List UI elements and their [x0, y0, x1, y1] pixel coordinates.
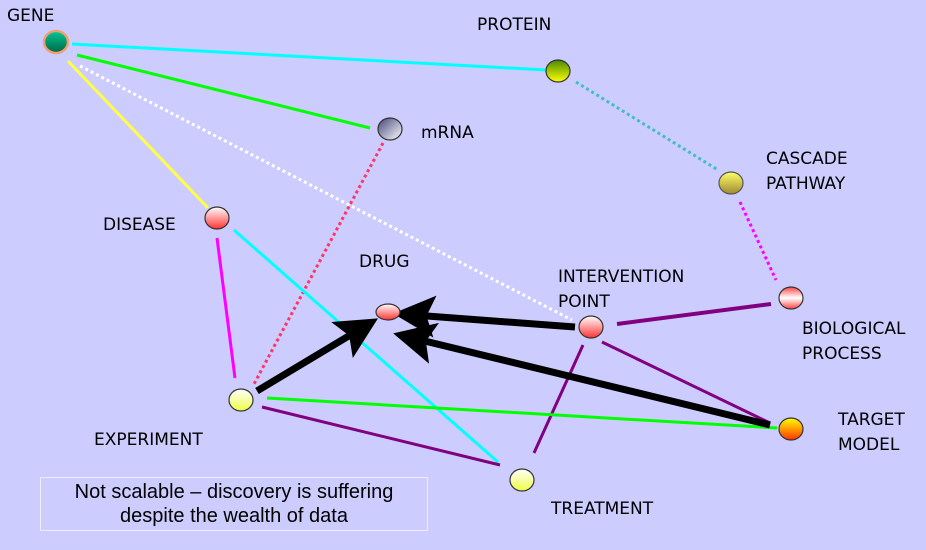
label-drug: DRUG [359, 252, 410, 272]
label-intervention-point: INTERVENTION POINT [558, 265, 684, 315]
label-treatment: TREATMENT [551, 499, 654, 519]
node-treatment [509, 468, 535, 492]
label-cascade-line1: CASCADE [766, 149, 848, 169]
label-disease: DISEASE [103, 215, 176, 235]
label-target-line2: MODEL [838, 435, 900, 455]
label-target-line1: TARGET [838, 410, 905, 430]
edge-experiment-target [266, 396, 778, 430]
node-target [778, 417, 804, 441]
edge-gene-intervention [79, 64, 573, 322]
edge-gene-protein [71, 42, 547, 72]
label-experiment: EXPERIMENT [94, 430, 203, 450]
node-disease [204, 206, 230, 230]
label-gene: GENE [7, 6, 55, 26]
caption-line2: despite the wealth of data [120, 505, 348, 527]
edge-experiment-treatment [261, 405, 501, 467]
edge-disease-experiment [215, 237, 237, 379]
label-biological-line2: PROCESS [802, 344, 882, 364]
edge-cascade-biological [738, 201, 778, 281]
node-mrna [377, 117, 403, 141]
edge-intervention-treatment [532, 344, 585, 454]
label-target-model: TARGET MODEL [838, 408, 905, 458]
label-cascade-pathway: CASCADE PATHWAY [766, 147, 848, 197]
label-biological-process: BIOLOGICAL PROCESS [802, 317, 905, 367]
label-protein: PROTEIN [477, 15, 552, 35]
caption-line1: Not scalable – discovery is suffering [74, 481, 394, 503]
edge-target-drug [393, 322, 771, 429]
label-cascade-line2: PATHWAY [766, 174, 846, 194]
caption-box: Not scalable – discovery is suffering de… [40, 477, 428, 531]
node-drug [375, 303, 401, 321]
label-intervention-line1: INTERVENTION [558, 267, 685, 287]
label-biological-line1: BIOLOGICAL [802, 319, 906, 339]
node-intervention [578, 315, 604, 339]
label-mrna: mRNA [421, 123, 474, 143]
edge-experiment-drug [255, 318, 379, 395]
node-cascade [718, 171, 744, 195]
edge-gene-mrna [76, 53, 371, 130]
edge-protein-cascade [575, 80, 719, 172]
edge-gene-disease [66, 59, 210, 210]
node-protein [545, 59, 571, 83]
edge-intervention-drug [393, 295, 576, 338]
label-intervention-line2: POINT [558, 292, 610, 312]
node-gene [42, 29, 70, 55]
node-experiment [228, 388, 254, 412]
edge-intervention-biological [616, 302, 772, 326]
edge-intervention-target [601, 340, 771, 425]
node-biological [778, 286, 804, 310]
